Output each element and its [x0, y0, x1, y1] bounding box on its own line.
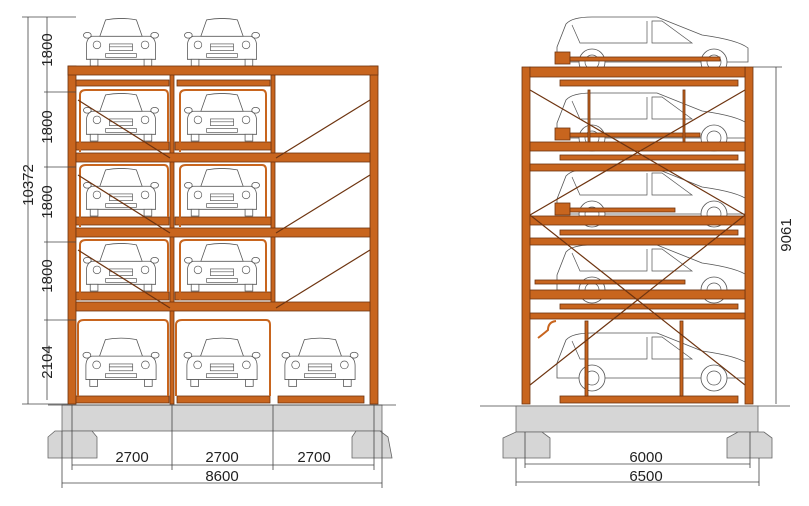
- side-height-label: 9061: [778, 218, 795, 251]
- front-dimensions: 10372 1800 1800 1800 1800 2104 2700 2700…: [20, 16, 383, 488]
- level-height-label: 1800: [39, 33, 56, 66]
- foundation: [47, 404, 396, 459]
- inner-length-label: 6000: [629, 449, 662, 466]
- side-steel-frame: [521, 51, 754, 405]
- level-height-label: 1800: [39, 185, 56, 218]
- total-length-label: 6500: [629, 468, 662, 485]
- level-height-label: 2104: [39, 345, 56, 378]
- bay-width-label: 2700: [115, 449, 148, 466]
- front-steel-frame: [67, 65, 379, 405]
- side-dimensions: 9061 6000 6500: [515, 66, 795, 486]
- total-height-label: 10372: [20, 164, 37, 206]
- bay-width-label: 2700: [297, 449, 330, 466]
- front-view: 10372 1800 1800 1800 1800 2104 2700 2700…: [20, 16, 396, 488]
- side-foundation: [480, 405, 790, 459]
- level-height-label: 1800: [39, 259, 56, 292]
- level-height-label: 1800: [39, 110, 56, 143]
- total-width-label: 8600: [205, 468, 238, 485]
- bay-width-label: 2700: [205, 449, 238, 466]
- side-view: 9061 6000 6500: [480, 16, 795, 486]
